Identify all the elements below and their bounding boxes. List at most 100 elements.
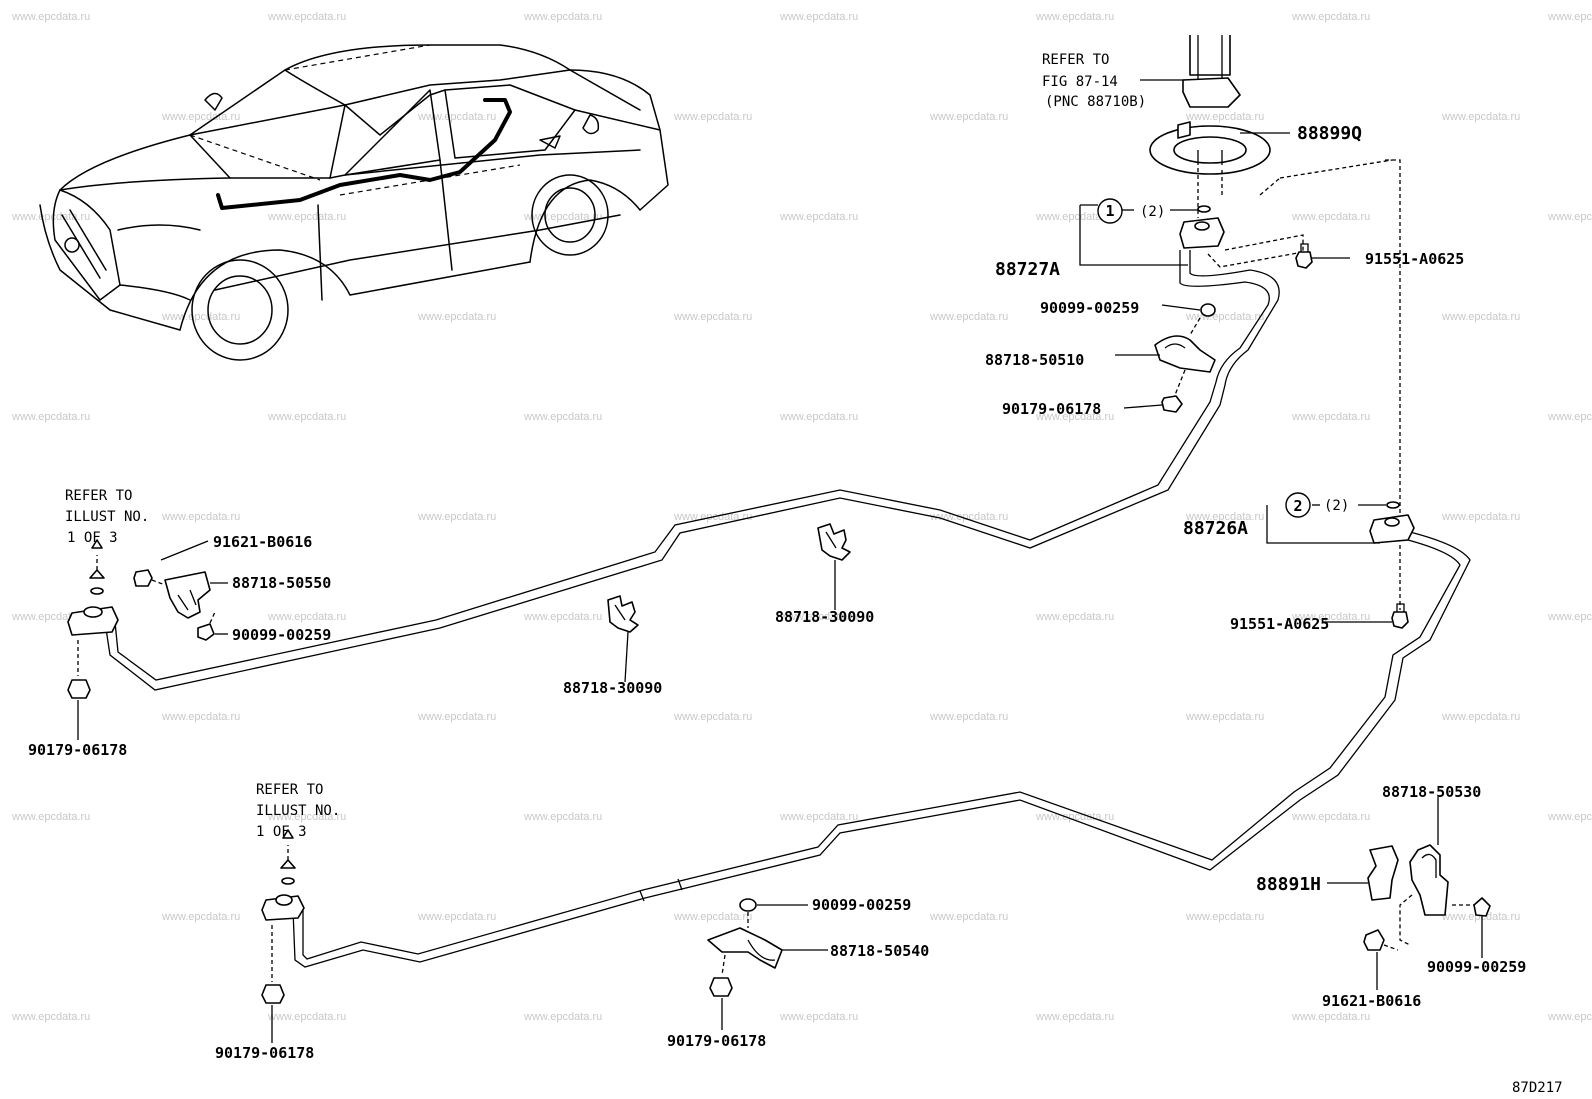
callout-1-number: 1 [1105, 202, 1114, 220]
callout-2-qty: (2) [1324, 498, 1349, 514]
part-label-88718-50530: 88718-50530 [1382, 783, 1481, 801]
watermark-text: www.epcdata.ru [267, 411, 346, 423]
watermark-text: www.epcdata.ru [1291, 811, 1370, 823]
illust-ref-b-line-3: 1 OF 3 [256, 824, 307, 840]
illust-reference-note-b: REFER TO ILLUST NO. 1 OF 3 [256, 782, 340, 840]
watermark-text: www.epcdata.ru [929, 111, 1008, 123]
watermark-text: www.epcdata.ru [1547, 411, 1592, 423]
watermark-text: www.epcdata.ru [1185, 911, 1264, 923]
watermark-text: www.epcdata.ru [267, 811, 346, 823]
watermark-text: www.epcdata.ru [523, 411, 602, 423]
watermark-text: www.epcdata.ru [1035, 411, 1114, 423]
watermark-text: www.epcdata.ru [417, 911, 496, 923]
watermark-text: www.epcdata.ru [417, 711, 496, 723]
watermark-text: www.epcdata.ru [11, 411, 90, 423]
watermark-text: www.epcdata.ru [1035, 811, 1114, 823]
clamp-88718-50530 [1363, 844, 1491, 951]
watermark-text: www.epcdata.ru [267, 1011, 346, 1023]
clamp-88718-30090-a [607, 595, 639, 633]
watermark-text: www.epcdata.ru [779, 211, 858, 223]
callout-2-number: 2 [1293, 497, 1302, 515]
brake-pipe-lines [104, 250, 1471, 968]
part-label-90179-left: 90179-06178 [28, 741, 127, 759]
watermark-text: www.epcdata.ru [1547, 11, 1592, 23]
watermark-text: www.epcdata.ru [1291, 11, 1370, 23]
watermark-text: www.epcdata.ru [267, 611, 346, 623]
watermark-text: www.epcdata.ru [1035, 211, 1114, 223]
part-label-88718-30090-b: 88718-30090 [775, 608, 874, 626]
watermark-text: www.epcdata.ru [1185, 311, 1264, 323]
fitting-88726A [1369, 501, 1415, 629]
illust-ref-a-line-1: REFER TO [65, 488, 132, 504]
watermark-layer: www.epcdata.ru www.epcdata.ru www.epcdata.… [11, 11, 1592, 1023]
clamp-88718-50550 [133, 569, 216, 641]
callout-2-circle [1285, 492, 1311, 518]
callout-1-qty: (2) [1140, 204, 1165, 220]
callout-2: 2 (2) [1285, 492, 1349, 518]
watermark-text: www.epcdata.ru [1291, 611, 1370, 623]
watermark-text: www.epcdata.ru [1547, 1011, 1592, 1023]
watermark-text: www.epcdata.ru [267, 11, 346, 23]
illust-ref-b-line-1: REFER TO [256, 782, 323, 798]
watermark-text: www.epcdata.ru [523, 1011, 602, 1023]
watermark-text: www.epcdata.ru [779, 811, 858, 823]
watermark-text: www.epcdata.ru [929, 311, 1008, 323]
part-label-90099-top: 90099-00259 [1040, 299, 1139, 317]
part-label-90179-bottom: 90179-06178 [667, 1032, 766, 1050]
watermark-text: www.epcdata.ru [11, 811, 90, 823]
watermark-text: www.epcdata.ru [779, 1011, 858, 1023]
watermark-text: www.epcdata.ru [523, 811, 602, 823]
watermark-text: www.epcdata.ru [1185, 111, 1264, 123]
illust-ref-a-line-3: 1 OF 3 [67, 530, 118, 546]
watermark-text: www.epcdata.ru [267, 211, 346, 223]
watermark-text: www.epcdata.ru [929, 911, 1008, 923]
watermark-text: www.epcdata.ru [1441, 311, 1520, 323]
part-label-90179-bottomleft: 90179-06178 [215, 1044, 314, 1062]
fig-ref-line-2: FIG 87-14 [1042, 74, 1118, 90]
part-label-88718-50550: 88718-50550 [232, 574, 331, 592]
watermark-text: www.epcdata.ru [11, 211, 90, 223]
illust-ref-a-line-2: ILLUST NO. [65, 509, 149, 525]
callout-1: 1 (2) [1097, 198, 1165, 224]
part-label-88718-50540: 88718-50540 [830, 942, 929, 960]
watermark-text: www.epcdata.ru [779, 11, 858, 23]
watermark-text: www.epcdata.ru [417, 511, 496, 523]
watermark-text: www.epcdata.ru [929, 711, 1008, 723]
watermark-text: www.epcdata.ru [1185, 511, 1264, 523]
watermark-text: www.epcdata.ru [1185, 711, 1264, 723]
watermark-text: www.epcdata.ru [161, 911, 240, 923]
figure-code: 87D217 [1512, 1080, 1563, 1096]
part-label-88891H: 88891H [1256, 874, 1321, 895]
watermark-text: www.epcdata.ru [1441, 911, 1520, 923]
top-fitting-assembly [1149, 35, 1401, 520]
part-label-88727A: 88727A [995, 259, 1060, 280]
watermark-text: www.epcdata.ru [161, 711, 240, 723]
fig-ref-line-3: (PNC 88710B) [1045, 94, 1146, 110]
watermark-text: www.epcdata.ru [673, 911, 752, 923]
part-label-91621-right: 91621-B0616 [1322, 992, 1421, 1010]
watermark-text: www.epcdata.ru [1291, 1011, 1370, 1023]
watermark-text: www.epcdata.ru [1547, 811, 1592, 823]
watermark-text: www.epcdata.ru [1547, 211, 1592, 223]
watermark-text: www.epcdata.ru [1547, 611, 1592, 623]
watermark-text: www.epcdata.ru [673, 711, 752, 723]
part-label-88718-50510: 88718-50510 [985, 351, 1084, 369]
watermark-text: www.epcdata.ru [1441, 111, 1520, 123]
watermark-text: www.epcdata.ru [1035, 1011, 1114, 1023]
fig-reference-note: REFER TO FIG 87-14 (PNC 88710B) [1042, 52, 1146, 110]
watermark-text: www.epcdata.ru [1035, 611, 1114, 623]
watermark-text: www.epcdata.ru [1035, 11, 1114, 23]
part-label-90099-bottom: 90099-00259 [812, 896, 911, 914]
fig-ref-line-1: REFER TO [1042, 52, 1109, 68]
part-label-88718-30090-a: 88718-30090 [563, 679, 662, 697]
watermark-text: www.epcdata.ru [161, 311, 240, 323]
left-fitting [67, 539, 119, 699]
watermark-text: www.epcdata.ru [673, 311, 752, 323]
watermark-text: www.epcdata.ru [1291, 411, 1370, 423]
clamp-88718-50510 [1154, 303, 1216, 413]
watermark-text: www.epcdata.ru [779, 611, 858, 623]
watermark-text: www.epcdata.ru [11, 1011, 90, 1023]
part-label-90099-left: 90099-00259 [232, 626, 331, 644]
